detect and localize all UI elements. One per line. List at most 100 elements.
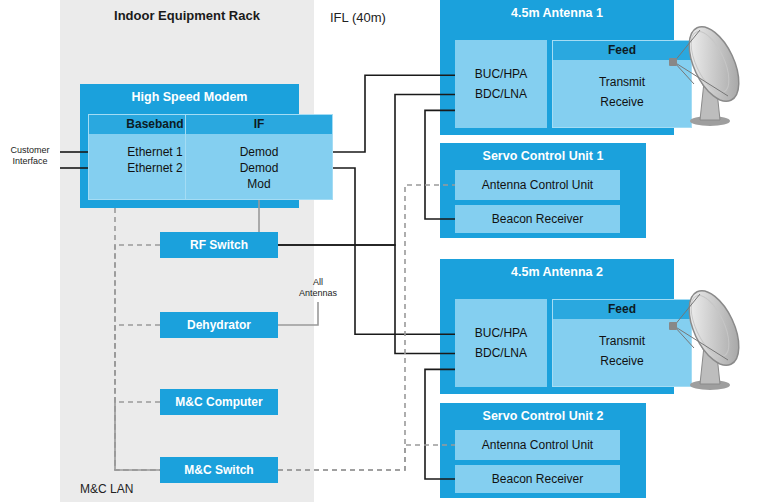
box-title: High Speed Modem [80,84,299,104]
box-label: BUC/HPA [459,64,543,84]
computer-box: M&C Computer [160,389,278,415]
box-title: Servo Control Unit 1 [440,143,646,163]
panel-outline [553,41,692,128]
baseband-panel: BasebandEthernet 1Ethernet 2 [88,114,222,200]
port-name: Receive [552,92,692,112]
dish-antenna [669,19,749,126]
signal-cable [425,369,455,479]
box-fill [455,40,547,128]
dish-antenna [669,283,749,390]
pipe-label: All Antennas [296,277,340,299]
antenna-box: 4.5m Antenna 1BUC/HPABDC/LNAFeedTransmit… [440,0,674,135]
box-label: BDC/LNA [459,84,543,104]
panel-heading: Feed [552,299,692,319]
box-title: 4.5m Antenna 1 [440,0,674,20]
box-label: Beacon Receiver [459,469,616,489]
lan-link [115,325,160,470]
panel-body: Ethernet 1Ethernet 2 [88,134,222,176]
panel-heading-fill [552,40,692,60]
lan-link [278,445,455,470]
if-panel: IFDemodDemodMod [185,114,333,200]
port-name: Transmit [552,331,692,351]
box-title: Servo Control Unit 2 [440,403,646,423]
modem-box: High Speed ModemBasebandEthernet 1Ethern… [80,84,299,208]
lan-switch-box: M&C Switch [160,457,278,483]
panel-outline [553,300,692,387]
box-fill [455,205,620,233]
box-label: M&C Computer [175,395,262,409]
servo-box: Servo Control Unit 1 Antenna Control Unit… [440,143,646,238]
converter-box: BUC/HPABDC/LNA [455,40,547,128]
converter-box: BUC/HPABDC/LNA [455,299,547,387]
box-fill [160,389,278,415]
antenna-box: 4.5m Antenna 2BUC/HPABDC/LNAFeedTransmit… [440,259,674,394]
customer-wire [60,167,88,169]
signal-cable [258,200,260,232]
box-label: Beacon Receiver [459,209,616,229]
equipment-rack: Indoor Equipment RackHigh Speed ModemBas… [60,0,314,502]
panel-body: DemodDemodMod [185,134,333,192]
lan-link [278,185,455,470]
box-fill [160,312,278,338]
control-unit-box: Antenna Control Unit [455,170,620,200]
port-name: Ethernet 2 [88,160,222,176]
panel-heading-fill [185,114,333,134]
signal-cable [278,95,455,245]
box-fill [455,430,620,460]
box-label: Antenna Control Unit [459,175,616,195]
port-name: Demod [185,144,333,160]
port-name: Transmit [552,72,692,92]
node-fills [60,0,692,502]
signal-cable [278,245,455,354]
feed-panel: FeedTransmitReceive [552,40,692,128]
panel-fill [185,114,333,200]
beacon-box: Beacon Receiver [455,205,620,233]
panel-body: TransmitReceive [552,319,692,371]
panel-fill [552,40,692,128]
servo-box: Servo Control Unit 2 Antenna Control Unit… [440,403,646,498]
box-fill [440,143,646,238]
box-label: BUC/HPA [459,323,543,343]
beacon-box: Beacon Receiver [455,465,620,493]
box-fill [455,465,620,493]
box-fill [160,457,278,483]
lan-link [115,402,160,470]
signal-cable [425,110,455,219]
port-name: Mod [185,176,333,192]
dehydrator-pipe [278,302,318,325]
customer-wire [60,151,88,153]
control-unit-box: Antenna Control Unit [455,430,620,460]
box-label: BDC/LNA [459,343,543,363]
box-label: M&C Switch [184,463,253,477]
panel-fill [552,299,692,387]
panel-body: TransmitReceive [552,60,692,112]
box-fill [455,299,547,387]
lan-link [115,208,160,470]
box-label: Antenna Control Unit [459,435,616,455]
port-name: Ethernet 1 [88,144,222,160]
box-title: Indoor Equipment Rack [60,0,314,23]
box-fill [440,403,646,498]
interface-label: Customer Interface [2,145,58,167]
feed-panel: FeedTransmitReceive [552,299,692,387]
panel-heading: IF [185,114,333,134]
box-fill [455,170,620,200]
panel-heading-fill [552,299,692,319]
box-label: Dehydrator [187,318,251,332]
box-fill [160,232,278,258]
lan-label: M&C LAN [80,482,170,497]
signal-cable [333,168,455,334]
rf-switch-box: RF Switch [160,232,278,258]
panel-heading: Feed [552,40,692,60]
panel-outline [186,115,333,200]
lan-link [115,245,160,470]
box-label: RF Switch [190,238,248,252]
panel-heading: Baseband [88,114,222,134]
box-title: 4.5m Antenna 2 [440,259,674,279]
port-name: Receive [552,351,692,371]
port-name: Demod [185,160,333,176]
signal-cable [333,75,455,152]
